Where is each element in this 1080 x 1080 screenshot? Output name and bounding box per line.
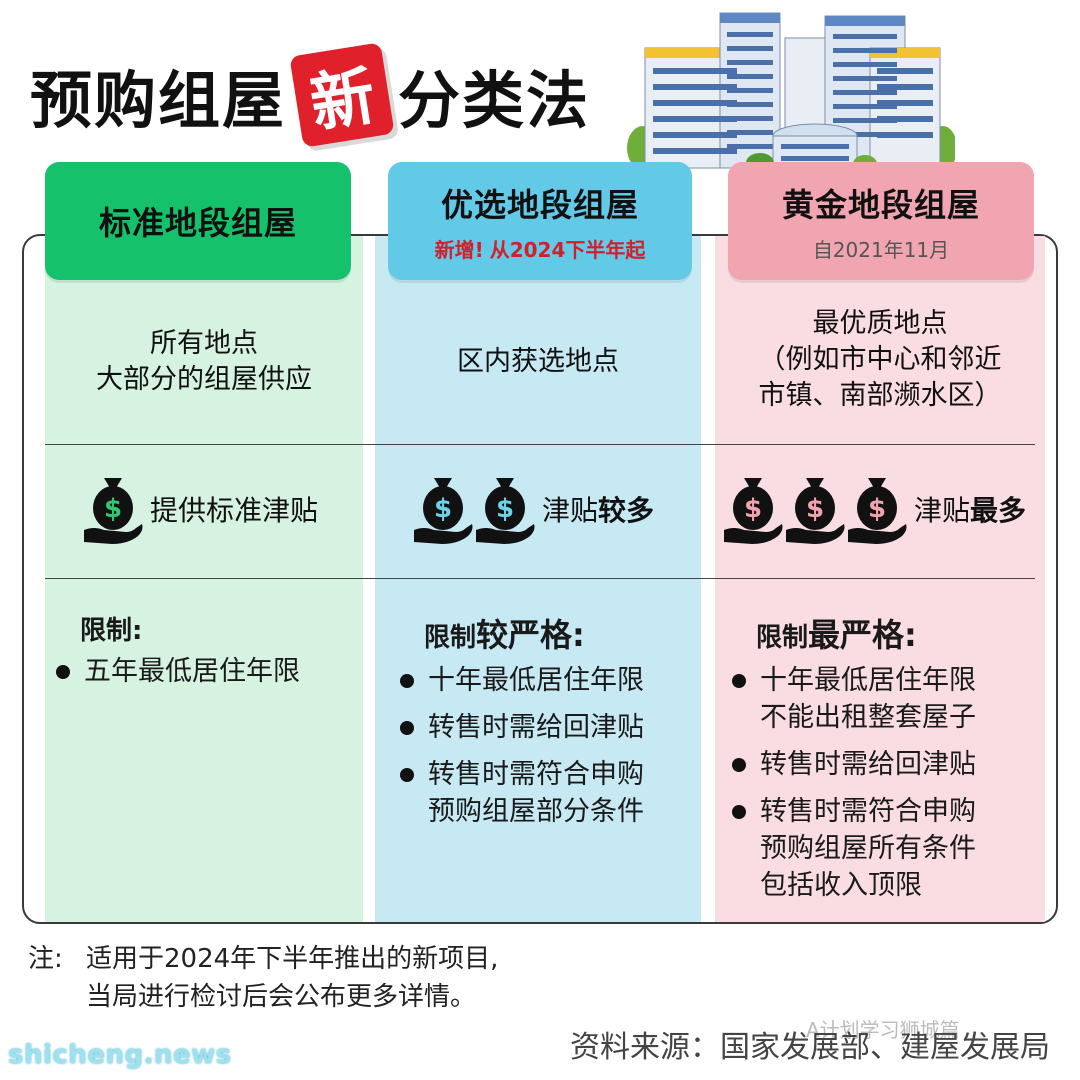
subsidy-plus: $ $ 津贴较多 [412,472,654,546]
restriction-item: 转售时需符合申购 预购组屋所有条件 包括收入顶限 [732,793,976,904]
svg-text:$: $ [496,494,514,524]
footnote: 注: 适用于2024年下半年推出的新项目, 当局进行检讨后会公布更多详情。 [28,940,498,1016]
title-after: 分类法 [398,64,591,137]
money-bag-hand-icon: $ [848,478,907,544]
restriction-heading-normal: 限制 [424,623,477,653]
footnote-label: 注: [28,944,63,974]
svg-text:$: $ [744,494,762,524]
footnote-line: 适用于2024年下半年推出的新项目, [86,944,499,974]
column-standard-bg [45,236,363,922]
svg-text:$: $ [806,494,824,524]
location-line: 大部分的组屋供应 [96,364,312,395]
subsidy-prime: $ $ $ 津贴最多 [722,472,1026,546]
restrictions-prime: 限制最严格: 十年最低居住年限 不能出租整套屋子 转售时需给回津贴 转售时需符合… [732,610,976,914]
money-bag-hand-icon: $ [724,478,783,544]
subsidy-label: 津贴 [914,494,971,527]
subsidy-standard: $ 提供标准津贴 [82,472,318,546]
column-header-standard: 标准地段组屋 [45,162,351,280]
column-header-plus: 优选地段组屋 新增!从2024下半年起 [388,162,692,280]
restriction-item: 十年最低居住年限 [400,662,644,699]
restriction-heading-emphasis: 最严格: [808,616,917,654]
svg-text:$: $ [104,494,122,524]
column-plus-bg [375,236,701,922]
new-label: 新增! [434,237,484,262]
restriction-heading-normal: 限制 [756,623,809,653]
wechat-watermark: A计划学习狮城篇 [806,1018,960,1042]
svg-text:$: $ [434,494,452,524]
row-divider-2 [45,578,1035,579]
restrictions-plus: 限制较严格: 十年最低居住年限 转售时需给回津贴 转售时需符合申购 预购组屋部分… [400,610,644,840]
location-standard: 所有地点 大部分的组屋供应 [45,326,363,398]
since-label: 从2024下半年起 [489,237,646,262]
subsidy-text: 津贴较多 [542,489,654,529]
restriction-list: 十年最低居住年限 不能出租整套屋子 转售时需给回津贴 转售时需符合申购 预购组屋… [732,662,976,904]
location-line: 所有地点 [150,328,258,359]
restriction-heading: 限制最严格: [756,610,976,656]
restriction-list: 五年最低居住年限 [56,653,300,690]
money-bag-hand-icon: $ [414,478,473,544]
location-plus: 区内获选地点 [375,344,701,380]
restriction-item: 转售时需给回津贴 [732,746,976,783]
money-bag-hand-icon: $ [476,478,535,544]
source-credit: 资料来源：国家发展部、建屋发展局 [570,1030,1050,1065]
restriction-item: 转售时需给回津贴 [400,709,644,746]
row-divider-1 [45,444,1035,445]
location-line: 区内获选地点 [457,346,619,377]
location-line: 最优质地点 [812,308,948,339]
restriction-list: 十年最低居住年限 转售时需给回津贴 转售时需符合申购 预购组屋部分条件 [400,662,644,830]
restriction-item: 十年最低居住年限 不能出租整套屋子 [732,662,976,736]
column-header-prime: 黄金地段组屋 自2021年11月 [728,162,1034,280]
money-bag-hand-icon: $ [84,478,143,544]
location-line: 市镇、南部濒水区） [758,380,1002,411]
restriction-heading-emphasis: 较严格: [476,616,585,654]
restrictions-standard: 限制: 五年最低居住年限 [56,610,300,700]
subsidy-text: 津贴最多 [914,489,1026,529]
restriction-heading: 限制较严格: [424,610,644,656]
restriction-heading-normal: 限制: [80,616,143,646]
column-title: 标准地段组屋 [98,204,297,242]
column-subtitle: 新增!从2024下半年起 [435,234,646,263]
column-title: 优选地段组屋 [440,185,639,224]
money-bag-hand-icon: $ [786,478,845,544]
column-title: 黄金地段组屋 [781,185,980,224]
subsidy-emphasis: 较多 [598,494,655,527]
column-subtitle: 自2021年11月 [812,237,950,262]
location-line: （例如市中心和邻近 [758,344,1002,375]
title-before: 预购组屋 [30,64,287,137]
svg-text:$: $ [868,494,886,524]
restriction-item: 转售时需符合申购 预购组屋部分条件 [400,756,644,830]
restriction-item: 五年最低居住年限 [56,653,300,690]
column-prime-bg [715,236,1045,922]
page-title: 预购组屋 新 分类法 [30,40,590,150]
restriction-heading: 限制: [80,610,300,647]
hdb-buildings-illustration [627,12,955,173]
subsidy-label: 津贴 [542,494,599,527]
subsidy-text: 提供标准津贴 [150,494,319,527]
title-new-badge: 新 [289,42,395,148]
location-prime: 最优质地点 （例如市中心和邻近 市镇、南部濒水区） [715,306,1045,414]
site-watermark: shicheng.news [8,1040,232,1070]
subsidy-emphasis: 最多 [970,494,1027,527]
footnote-line: 当局进行检讨后会公布更多详情。 [86,982,477,1012]
